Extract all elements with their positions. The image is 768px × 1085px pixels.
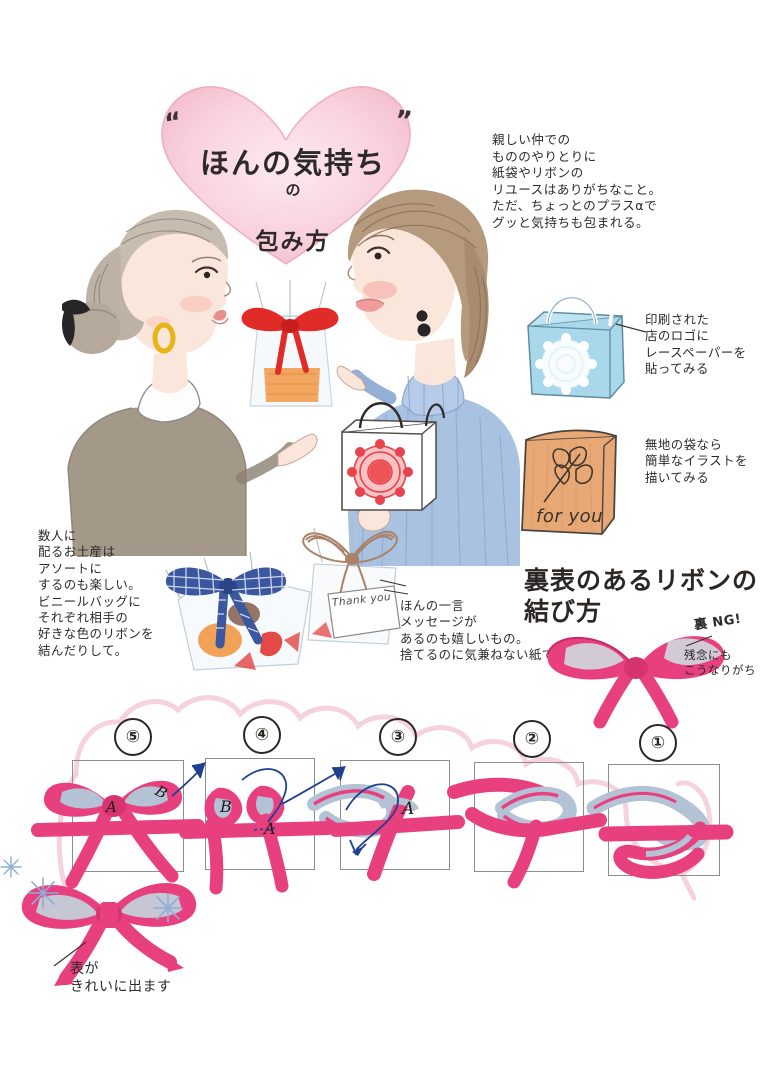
assort-bag-gingham	[165, 551, 311, 671]
step-number-3: ③	[379, 718, 417, 756]
note-logo: 印刷された 店のロゴに レースペーパーを 貼ってみる	[645, 312, 747, 377]
step-3-label-a: A	[400, 799, 414, 819]
note-ng-detail: 残念にも こうなりがち	[684, 648, 756, 678]
note-message: ほんの一言 メッセージが あるのも嬉しいもの。 捨てるのに気兼ねない紙で。	[400, 598, 568, 663]
white-tote-bag	[341, 402, 446, 511]
sparkle-icon-right	[153, 893, 183, 923]
note-reuse: 親しい仲での もののやりとりに 紙袋やリボンの リユースはありがちなこと。 ただ…	[492, 132, 662, 231]
woman-left-figure	[62, 209, 318, 557]
step-number-2: ②	[513, 720, 551, 758]
page-title-main: ほんの気持ち	[199, 146, 386, 181]
note-omote: 表が きれいに出ます	[70, 961, 172, 996]
ribbon-section-heading: 裏表のあるリボンの 結び方	[524, 566, 759, 626]
heart-shape-icon	[161, 86, 411, 265]
leaf-sprig-icon	[543, 446, 593, 503]
kraft-paper-bag: for you	[521, 429, 617, 535]
step-5-ribbon: A B	[31, 762, 206, 889]
page-title: ほんの気持ち の 包み方	[168, 118, 418, 285]
step-package-box-3	[340, 760, 450, 870]
step-2-ribbon	[447, 777, 607, 889]
leader-line-message	[379, 579, 409, 595]
step-number-5: ⑤	[114, 718, 152, 756]
step-4-ribbon: B A	[179, 766, 346, 895]
page-title-sub: 包み方	[255, 229, 331, 256]
step-4-label-b: B	[219, 797, 232, 816]
note-plain-bag: 無地の袋なら 簡単なイラストを 描いてみる	[645, 437, 748, 485]
sparkle-icon-left	[27, 877, 59, 909]
gingham-bow	[165, 564, 289, 649]
red-doily-motif	[347, 439, 413, 505]
ng-bow-illustration	[547, 635, 725, 729]
note-assort: 数人に 配るお土産は アソートに するのも楽しい。 ビニールバッグに それぞれ相…	[38, 528, 155, 658]
step-3-ribbon: A	[307, 783, 465, 881]
step-5-label-a: A	[104, 798, 117, 816]
step-number-4: ④	[243, 716, 281, 754]
kraft-bag-foryou-text: for you	[536, 506, 603, 527]
step-1-ribbon	[586, 785, 734, 879]
leader-line-logo	[615, 323, 647, 333]
thank-you-card	[327, 585, 401, 639]
sparkle-icon-small	[0, 856, 22, 878]
white-doily-motif	[535, 333, 597, 395]
leader-line-omote	[53, 941, 87, 967]
step-number-1: ①	[639, 724, 677, 762]
page-title-particle: の	[285, 180, 301, 199]
blue-tote-bag	[527, 295, 632, 399]
cellophane-gift	[241, 280, 339, 407]
